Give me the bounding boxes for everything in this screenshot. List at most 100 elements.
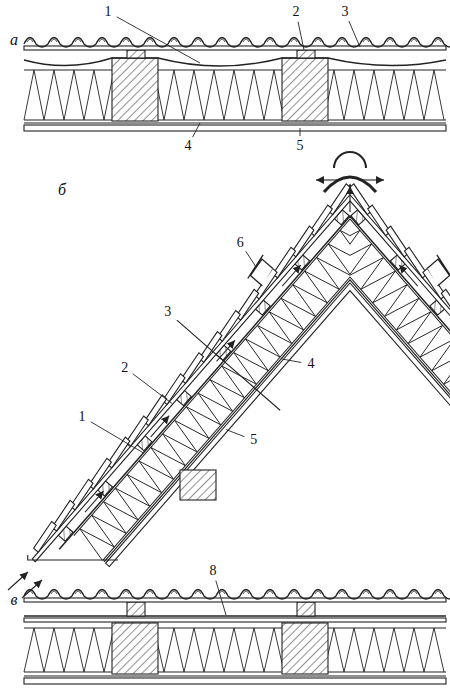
tile-profile (195, 591, 201, 594)
callout-number: 3 (340, 4, 351, 20)
ridge-and-eave (8, 152, 384, 598)
tile-profile (315, 591, 321, 594)
membrane (24, 58, 446, 66)
counter-batten (127, 602, 145, 616)
tile-profile (411, 591, 417, 594)
view-letter: б (56, 181, 68, 199)
section-b (8, 131, 450, 600)
tile-profile (387, 591, 393, 594)
tile-profile (387, 39, 393, 42)
tile-profile (219, 39, 225, 42)
air-outlet-arrow (362, 179, 384, 180)
air-outlet-arrow (349, 186, 350, 212)
tile-profile (27, 39, 33, 42)
sheathing (24, 618, 446, 622)
counter-batten (297, 602, 315, 616)
rafter (282, 623, 328, 674)
callout-number: 2 (119, 360, 130, 376)
insulation (24, 628, 444, 672)
tile-profile (171, 39, 177, 42)
tile-profile (51, 39, 57, 42)
leader-line (298, 22, 304, 50)
tile-profile (51, 591, 57, 594)
insulation-edge (24, 628, 446, 629)
leader-line (300, 128, 301, 136)
tile-profile (147, 591, 153, 594)
rafter (112, 58, 158, 121)
membrane (24, 615, 446, 617)
leader-line (216, 581, 226, 615)
tile-profile (339, 39, 345, 42)
air-outlet-arrow (316, 179, 338, 180)
callout-number: 5 (248, 432, 259, 448)
tile-profile (243, 39, 249, 42)
tile-profile (291, 39, 297, 42)
tile-profile (147, 39, 153, 42)
tile-profile (123, 39, 129, 42)
callout-number: 1 (77, 409, 88, 425)
view-letter: а (8, 31, 20, 49)
tile-profile (75, 39, 81, 42)
tile-profile (243, 591, 249, 594)
roof-slope (13, 131, 350, 600)
tile-profile (99, 591, 105, 594)
inner-lining (106, 211, 350, 567)
leader-line (349, 21, 360, 47)
callout-number: 3 (162, 304, 173, 320)
vapour-barrier (24, 675, 446, 676)
inner-lining (24, 125, 446, 131)
vapour-barrier (24, 122, 446, 123)
insulation-edge (24, 70, 446, 71)
tile-profile (75, 591, 81, 594)
section-c (24, 590, 450, 685)
roof-tiles (24, 38, 450, 48)
roof-tiles (24, 590, 450, 600)
tile-profile (315, 39, 321, 42)
leader-lines (91, 17, 360, 615)
counter-batten (127, 50, 145, 58)
tile-profile (195, 39, 201, 42)
callout-number: 2 (291, 4, 302, 20)
leader-line (133, 374, 172, 404)
tile-profile (363, 591, 369, 594)
callout-number: 8 (208, 563, 219, 579)
leader-line (226, 430, 244, 437)
tile-profile (171, 591, 177, 594)
air-outlet-arrow (334, 152, 366, 168)
roof-slope (262, 131, 450, 600)
section-line (177, 320, 280, 410)
rafter (112, 623, 158, 674)
leader-line (282, 359, 301, 362)
counter-batten (297, 50, 315, 58)
inner-lining (24, 678, 446, 684)
insulation-edge (24, 120, 446, 121)
insulation (24, 70, 444, 120)
section-a (24, 38, 450, 132)
callout-number: 6 (235, 235, 246, 251)
callout-number: 5 (295, 138, 306, 154)
leader-line (246, 251, 256, 267)
tile-profile (123, 591, 129, 594)
insulation (74, 183, 350, 561)
insulation-edge (24, 672, 446, 673)
callout-number: 1 (103, 4, 114, 20)
air-inlet-arrow (8, 572, 28, 590)
roof-tile (31, 522, 60, 553)
leader-line (91, 422, 144, 453)
tile-profile (363, 39, 369, 42)
callout-number: 4 (183, 138, 194, 154)
tile-profile (411, 39, 417, 42)
wall-plate (180, 470, 216, 500)
eave-soffit (28, 555, 118, 560)
insulation-edge (103, 208, 350, 561)
tile-profile (267, 39, 273, 42)
batten (32, 172, 350, 561)
tile-profile (99, 39, 105, 42)
tile-profile (27, 591, 33, 594)
tile-profile (435, 39, 441, 42)
vapour-barrier (104, 209, 350, 562)
rafter (282, 58, 328, 121)
tile-profile (291, 591, 297, 594)
